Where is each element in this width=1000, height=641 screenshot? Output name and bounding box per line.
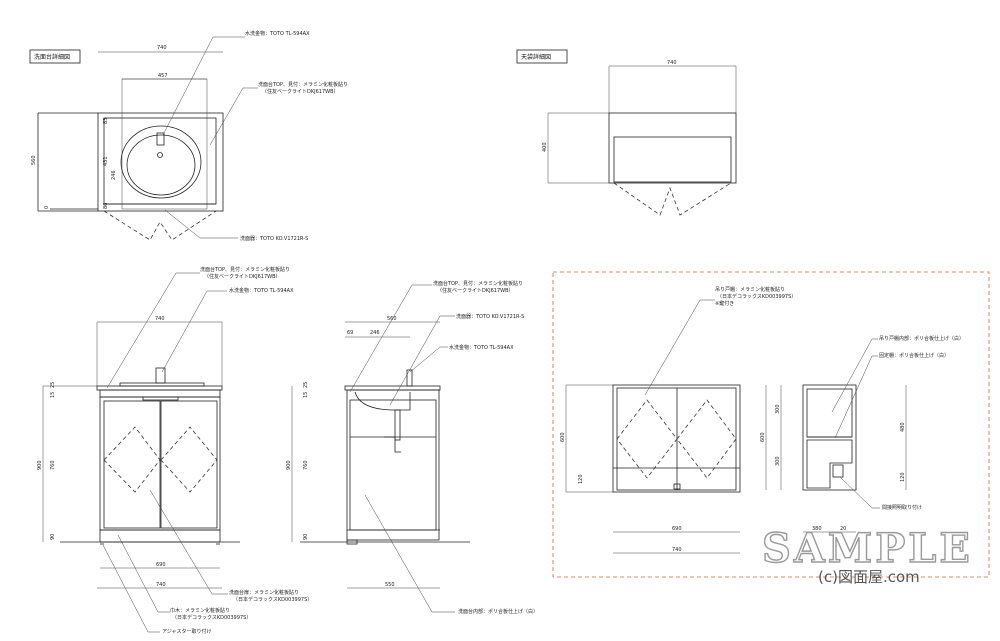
front-base-label-1: 巾木：メラミン化粧板貼り xyxy=(170,607,230,614)
sample-watermark: SAMPLE xyxy=(762,525,973,572)
wall-total-width-dim: 740 xyxy=(672,547,682,553)
front-base-height-dim: 90 xyxy=(50,534,56,540)
top-cabinet-width-dim: 740 xyxy=(667,60,677,66)
front-body-height-dim: 760 xyxy=(50,460,56,470)
wall-w20-dim: 20 xyxy=(840,526,846,532)
wall-h300a-dim: 300 xyxy=(775,404,781,414)
side-top-label-1: 洗面台TOP、見付：メラミン化粧板貼り xyxy=(433,280,523,287)
side-h15-dim: 15 xyxy=(303,392,309,398)
plan-d5-dim: 0 xyxy=(44,206,50,209)
side-base-height-dim: 90 xyxy=(303,534,309,540)
wall-shelf-label: 固定棚：ポリ合板仕上げ（白） xyxy=(879,352,949,359)
front-door-label-2: （日本デコラックスKD003997S） xyxy=(233,596,312,603)
side-d246-dim: 246 xyxy=(370,330,380,336)
front-base-label-2: （日本デコラックスKD003997S） xyxy=(172,614,251,621)
front-total-height-dim: 900 xyxy=(37,460,43,470)
sink-plan-title: 洗面台詳細図 xyxy=(34,53,70,61)
front-inner-width-dim: 690 xyxy=(156,562,166,568)
plan-basin-label: 洗面器：TOTO KO.V1721R-S xyxy=(240,235,308,242)
plan-top-label-1: 洗面台TOP、見付：メラミン化粧板貼り xyxy=(258,81,348,88)
plan-width-dim: 740 xyxy=(157,45,167,51)
copyright-watermark: (c)図面屋.com xyxy=(818,568,920,586)
wall-door-label-2: （日本デコラックスKD003997S） xyxy=(717,293,796,300)
plan-depth-dim: 560 xyxy=(31,155,37,165)
wall-door-label-3: ※鍵付き xyxy=(715,300,734,307)
wall-interior-label: 吊り戸棚内部：ポリ合板仕上げ（白） xyxy=(879,335,964,342)
wall-door-label-1: 吊り戸棚：メラミン化粧板貼り xyxy=(715,286,785,293)
front-top-label-2: （住友ベークライトDKJ617WB） xyxy=(204,273,281,280)
side-total-height-dim: 900 xyxy=(286,460,292,470)
plan-d2-dim: 431 xyxy=(103,156,109,166)
side-body-height-dim: 760 xyxy=(303,460,309,470)
top-cabinet-title: 天袋詳細図 xyxy=(521,53,551,61)
side-top-dim: 560 xyxy=(387,316,397,322)
wall-h600-dim: 600 xyxy=(760,432,766,442)
top-cabinet-view: 天袋詳細図 740 400 xyxy=(516,49,737,216)
side-basin-label: 洗面器：TOTO KO.V1721R-S xyxy=(456,313,524,320)
plan-d4-dim: 86 xyxy=(103,203,109,209)
plan-faucet-label: 水洗金物：TOTO TL-594AX xyxy=(245,30,310,37)
wall-h120-dim: 120 xyxy=(578,474,584,484)
plan-inner-dim: 457 xyxy=(158,73,168,79)
front-top-height-dim: 25 xyxy=(50,382,56,388)
side-top-height-dim: 25 xyxy=(303,382,309,388)
wall-h300b-dim: 300 xyxy=(775,456,781,466)
front-faucet-label: 水洗金物：TOTO TL-594AX xyxy=(229,287,294,294)
front-top-label-1: 洗面台TOP、見付：メラミン化粧板貼り xyxy=(200,266,290,273)
wall-h120b-dim: 120 xyxy=(900,472,906,482)
top-cabinet-height-dim: 400 xyxy=(542,142,548,152)
front-h2-dim: 15 xyxy=(50,392,56,398)
wall-h480-dim: 480 xyxy=(900,422,906,432)
wall-cabinet-view: 600 120 690 740 吊り戸棚：メラミン化粧板貼り （日本デコラックス… xyxy=(552,271,990,578)
front-door-label-1: 洗面台扉：メラミン化粧板貼り xyxy=(229,589,299,596)
plan-top-label-2: （住友ベークライトDKJ617WB） xyxy=(262,88,339,95)
front-bottom-width-dim: 740 xyxy=(156,582,166,588)
side-faucet-label: 水洗金物：TOTO TL-594AX xyxy=(449,344,514,351)
side-d69-dim: 69 xyxy=(347,330,353,336)
front-top-dim: 740 xyxy=(155,316,165,322)
front-adjuster-label: アジャスター取り付け xyxy=(162,628,212,635)
plan-d1-dim: 83 xyxy=(103,118,109,124)
side-interior-label: 洗面台内部：ポリ合板仕上げ（白） xyxy=(458,608,538,615)
front-elevation: 740 900 760 25 15 90 690 740 洗面台TOP、見付：メ… xyxy=(37,266,312,635)
wall-height-dim: 600 xyxy=(560,432,566,442)
wall-inner-width-dim: 690 xyxy=(672,526,682,532)
wall-w380-dim: 380 xyxy=(812,526,822,532)
side-top-label-2: （住友ベークライトDKJ617WB） xyxy=(437,287,514,294)
wall-light-label: 間接照明取り付け xyxy=(882,504,922,511)
side-section: 560 69 246 900 760 25 15 90 550 洗面台TOP、見… xyxy=(286,280,538,615)
side-bottom-dim: 550 xyxy=(385,582,395,588)
plan-d3-dim: 246 xyxy=(111,170,117,180)
sink-plan-view: 洗面台詳細図 740 457 560 83 431 246 86 0 水洗金物：… xyxy=(29,30,348,242)
